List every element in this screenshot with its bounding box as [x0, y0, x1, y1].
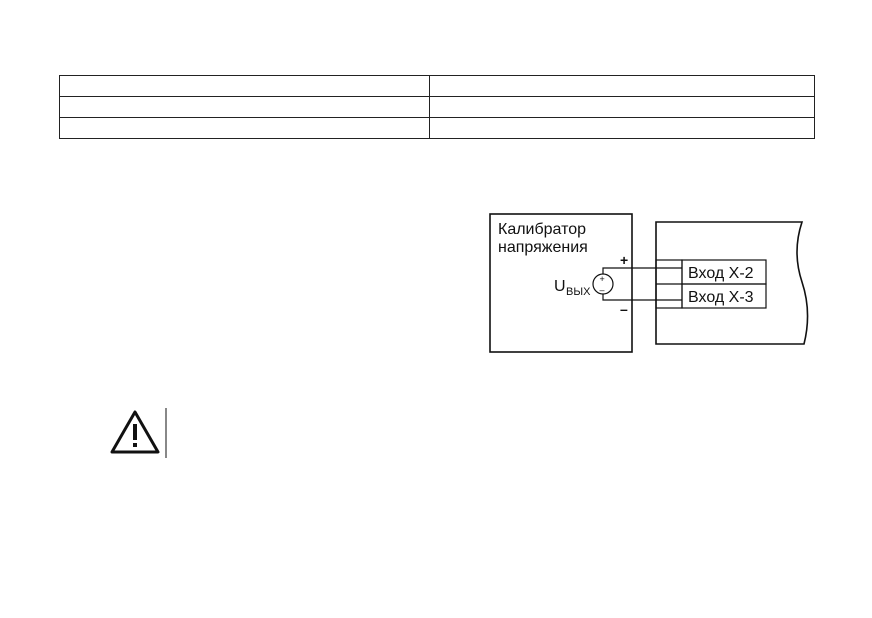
- calibrator-label-line1: Калибратор: [498, 221, 586, 238]
- table-row: [59, 96, 815, 118]
- table-cell: [59, 96, 430, 118]
- table-cell: [429, 75, 815, 97]
- calibrator-connection-diagram: Калибратор напряжения U ВЫХ + – + – Вход…: [489, 213, 809, 353]
- input-x2-label: Вход X-2: [688, 265, 754, 282]
- table-cell: [429, 117, 815, 139]
- output-voltage-subscript: ВЫХ: [566, 286, 591, 298]
- table-cell: [59, 117, 430, 139]
- table-cell: [429, 96, 815, 118]
- table-row: [59, 117, 815, 139]
- source-lead-plus: [602, 267, 632, 274]
- plus-terminal-label: +: [620, 252, 628, 268]
- device-box: [655, 221, 809, 345]
- source-plus-sign: +: [600, 274, 605, 284]
- table-cell: [59, 75, 430, 97]
- table-row: [59, 75, 815, 97]
- calibrator-label-line2: напряжения: [498, 239, 588, 256]
- input-x3-box: [681, 283, 767, 309]
- minus-terminal-label: –: [620, 301, 628, 317]
- source-minus-sign: –: [600, 285, 605, 295]
- calibrator-box: [489, 213, 633, 353]
- warning-triangle-icon: [110, 408, 167, 458]
- input-x3-label: Вход X-3: [688, 289, 754, 306]
- parameter-table: [59, 75, 815, 139]
- output-voltage-symbol: U: [554, 278, 566, 295]
- source-lead-minus: [602, 294, 632, 301]
